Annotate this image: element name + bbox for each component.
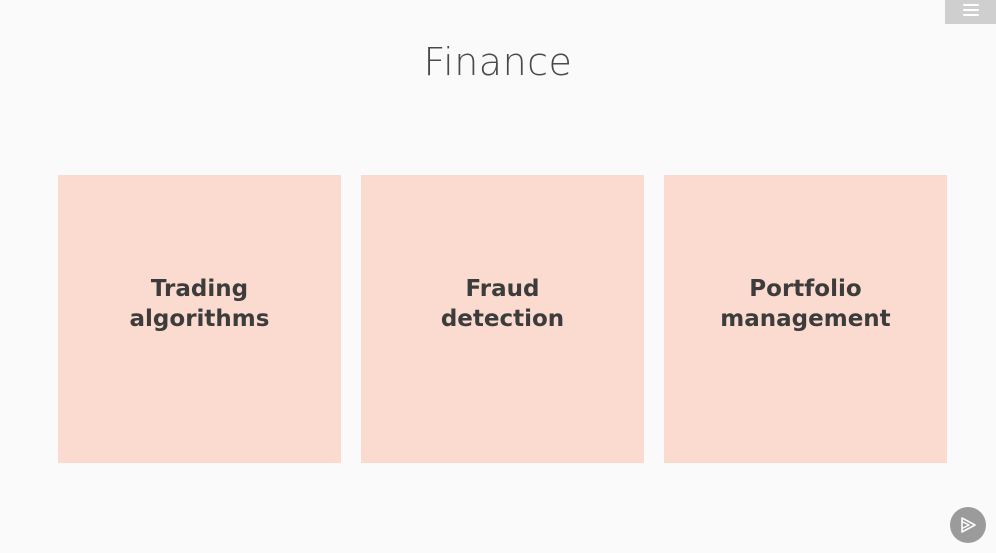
play-logo-icon xyxy=(961,517,976,533)
card-portfolio-management: Portfolio management xyxy=(664,175,947,463)
player-logo-button[interactable] xyxy=(950,507,986,543)
hamburger-menu-icon xyxy=(962,4,979,16)
card-trading-algorithms: Trading algorithms xyxy=(58,175,341,463)
card-label: Portfolio management xyxy=(720,276,891,332)
card-label: Trading algorithms xyxy=(129,276,270,332)
card-fraud-detection: Fraud detection xyxy=(361,175,644,463)
card-row: Trading algorithms Fraud detection Portf… xyxy=(58,175,947,463)
slide-title: Finance xyxy=(423,40,573,84)
menu-button[interactable] xyxy=(945,0,996,24)
card-label: Fraud detection xyxy=(440,276,565,332)
